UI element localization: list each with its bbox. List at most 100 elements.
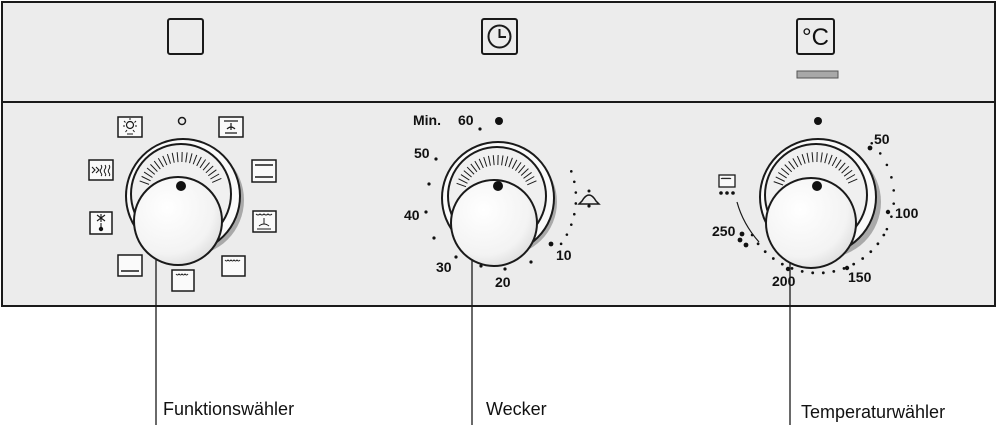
grip-ridge (483, 156, 488, 167)
function-selector-knob[interactable] (125, 138, 244, 266)
timer-scale-dot (434, 157, 438, 161)
grip-ridge (458, 178, 468, 184)
grip-ridge (456, 182, 467, 188)
knob-grip-ridges (139, 152, 222, 185)
scale-dot (870, 141, 874, 145)
scale-dot (763, 250, 767, 254)
grip-ridge (487, 155, 491, 166)
timer-scale-unit: Min. (413, 112, 441, 128)
grip-ridge (460, 174, 470, 181)
grip-ridge (523, 172, 532, 179)
timer-scale-50: 50 (414, 145, 430, 161)
grip-ridge (205, 165, 214, 174)
scale-dot (756, 242, 760, 246)
temperature-selector-knob[interactable] (759, 138, 881, 269)
scale-dot (559, 242, 563, 246)
scale-dot (821, 271, 825, 275)
grip-ridge (139, 180, 150, 185)
top-bottom-heat-icon (251, 159, 277, 183)
grip-ridge (192, 154, 198, 165)
scale-dot (569, 170, 573, 173)
timer-scale-dot (479, 264, 483, 268)
grip-ridge (838, 162, 846, 171)
grip-ridge (784, 164, 793, 173)
grip-ridge (501, 155, 504, 166)
grip-ridge (846, 174, 856, 180)
scale-dot (892, 202, 896, 205)
function-selector-label: Funktionswähler (163, 399, 295, 419)
clock-icon (481, 18, 518, 55)
grill-icon (718, 174, 736, 195)
grip-ridge (146, 167, 156, 175)
grip-ridge (773, 181, 784, 186)
timer-scale-dot (529, 260, 533, 264)
fan-icon (218, 116, 244, 138)
temp-scale-dot (867, 145, 873, 151)
grip-ridge (780, 167, 790, 176)
timer-scale-30: 30 (436, 259, 452, 275)
scale-dot (885, 163, 889, 167)
grip-ridge (777, 172, 787, 179)
off-position-dot (177, 116, 187, 126)
grip-ridge (504, 156, 509, 167)
temp-scale-dot (743, 242, 749, 248)
grip-ridge (141, 175, 151, 182)
timer-scale-dot (478, 127, 482, 131)
scale-dot (869, 250, 873, 254)
scale-dot (574, 191, 578, 194)
grip-ridge (806, 152, 810, 163)
celsius-indicator: °C (796, 18, 835, 55)
grip-ridge (520, 168, 529, 176)
scale-dot (842, 267, 846, 270)
grip-ridge (835, 159, 842, 169)
grip-ridge (525, 176, 535, 182)
temp-fine-dots (750, 141, 896, 275)
scale-dot (882, 233, 886, 237)
grip-ridge (792, 158, 799, 168)
scale-dot (569, 223, 573, 226)
scale-dot (852, 262, 856, 266)
timer-scale-dot (424, 210, 428, 214)
temperature-off-mark (814, 117, 822, 125)
bell-icon (577, 189, 601, 208)
scale-dot (890, 176, 893, 179)
scale-dot (572, 212, 576, 216)
grip-ridge (518, 164, 526, 174)
grip-ridge (196, 156, 202, 167)
scale-dot (780, 262, 784, 266)
scale-dot (861, 257, 865, 260)
grip-ridge (463, 170, 472, 178)
timer-scale-10: 10 (556, 247, 572, 263)
grip-ridge (150, 164, 158, 172)
temperature-indicator-bar (796, 70, 839, 79)
scale-dot (832, 269, 836, 273)
scale-dot (885, 227, 889, 231)
grip-ridge (199, 159, 207, 169)
grip-ridge (511, 159, 518, 169)
temperature-selector-label: Temperaturwähler (801, 402, 946, 422)
grip-ridge (470, 163, 478, 173)
grip-ridge (492, 155, 495, 166)
grip-ridge (775, 176, 785, 182)
grip-ridge (176, 152, 179, 163)
grip-ridge (831, 156, 838, 167)
timer-scale-40: 40 (404, 207, 420, 223)
temp-scale-50: 50 (874, 131, 890, 147)
grip-ridge (166, 153, 171, 164)
timer-zero-mark (495, 117, 503, 125)
scale-dot (811, 271, 815, 275)
grip-ridge (211, 177, 222, 183)
grip-ridge (811, 152, 814, 163)
grip-ridge (171, 152, 175, 163)
scale-dot (771, 257, 775, 260)
temp-scale-200: 200 (772, 273, 796, 289)
knob-pointer-dot (493, 181, 503, 191)
fan-grill-icon (252, 210, 277, 233)
timer-fine-dots (559, 170, 578, 246)
timer-scale-dot (548, 241, 554, 247)
grip-ridge (796, 155, 802, 166)
grip-ridge (189, 153, 193, 164)
grip-ridge (210, 173, 220, 180)
temp-scale-dot (737, 237, 743, 243)
timer-knob[interactable] (441, 141, 557, 267)
